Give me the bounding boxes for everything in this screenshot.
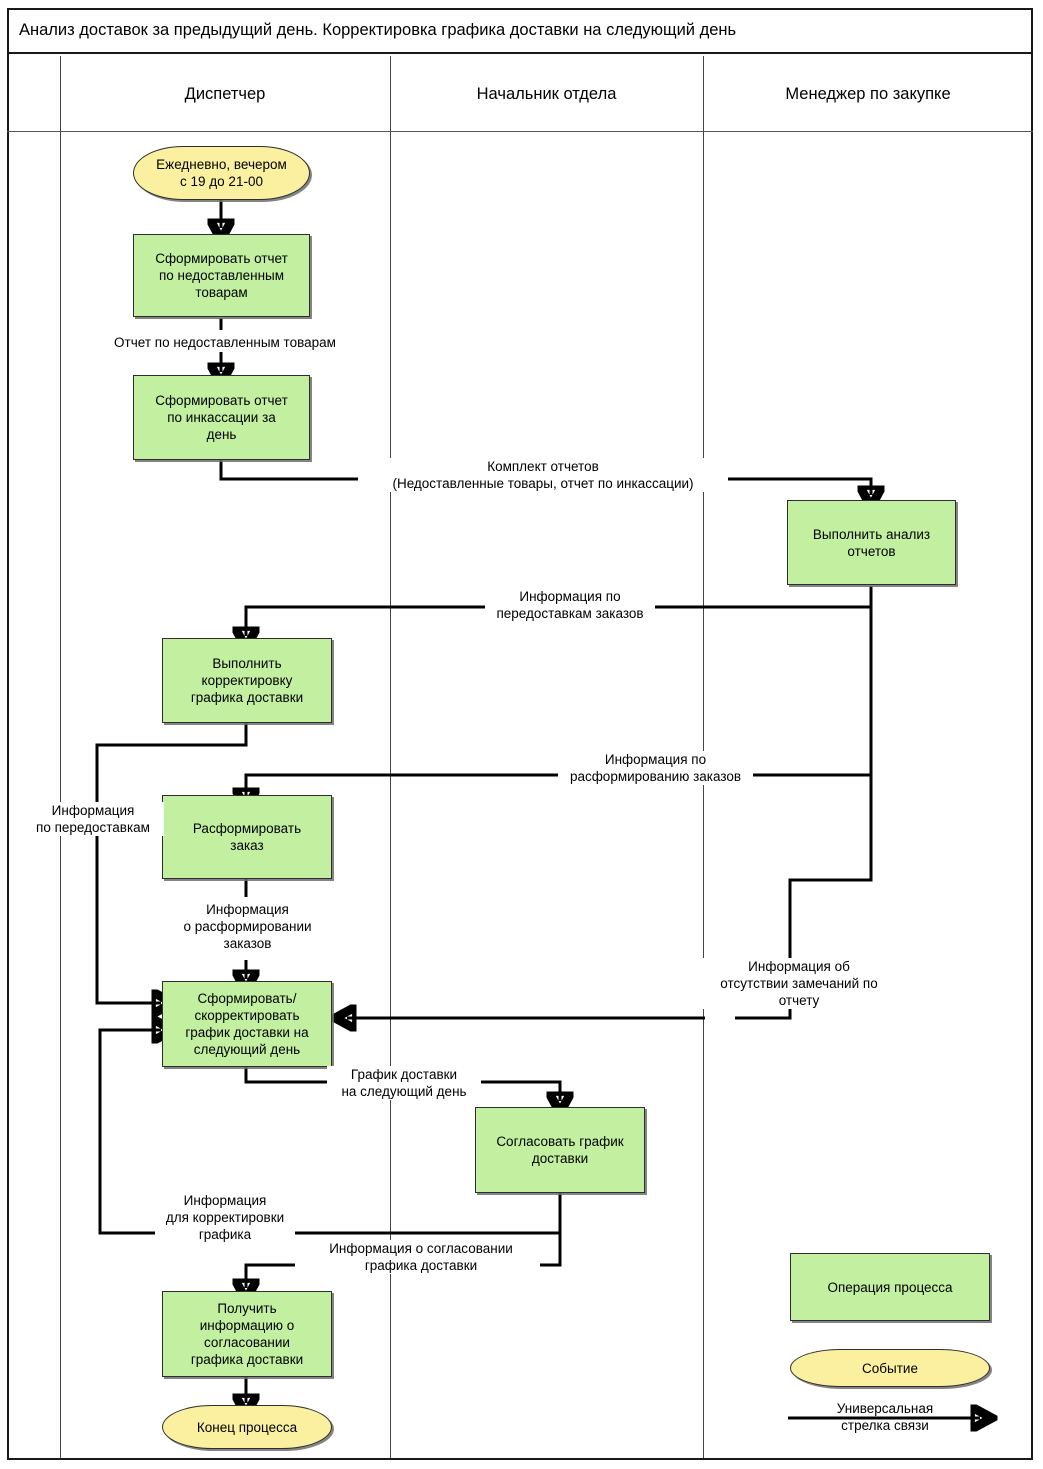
lane-header-row [7,56,1033,132]
process-disband-order[interactable]: Расформировать заказ [162,795,332,879]
end-event[interactable]: Конец процесса [162,1405,332,1449]
lane-divider-1 [390,56,391,1458]
lane-title-purchasing-manager: Менеджер по закупке [785,84,951,103]
lane-title-head-of-department: Начальник отдела [476,84,617,103]
process-approve-schedule-label: Согласовать график доставки [496,1134,624,1166]
end-event-label: Конец процесса [196,1419,298,1435]
lane-divider-2 [703,56,704,1458]
process-report-undelivered[interactable]: Сформировать отчет по недоставленным тов… [133,234,310,317]
process-report-collection-label: Сформировать отчет по инкассации за день [155,393,288,442]
process-disband-order-label: Расформировать заказ [192,821,302,853]
legend-process-label: Операция процесса [827,1279,953,1295]
process-get-approval-info[interactable]: Получить информацию о согласовании графи… [162,1291,332,1377]
process-analyze-reports-label: Выполнить анализ отчетов [812,526,931,559]
legend-event-label: Событие [862,1360,918,1376]
page-title: Анализ доставок за предыдущий день. Корр… [19,20,737,39]
start-event[interactable]: Ежедневно, вечером с 19 до 21-00 [133,146,310,200]
process-adjust-schedule[interactable]: Выполнить корректировку графика доставки [162,638,332,723]
legend-process-shape: Операция процесса [790,1253,990,1321]
diagram-title-bar: Анализ доставок за предыдущий день. Корр… [7,8,1033,54]
process-approve-schedule[interactable]: Согласовать график доставки [475,1107,645,1193]
process-adjust-schedule-label: Выполнить корректировку графика доставки [190,656,304,705]
process-form-schedule[interactable]: Сформировать/ скорректировать график дос… [162,981,332,1067]
process-form-schedule-label: Сформировать/ скорректировать график дос… [185,991,309,1057]
legend-arrow-label: Универсальная стрелка связи [836,1401,934,1433]
process-report-collection[interactable]: Сформировать отчет по инкассации за день [133,375,310,460]
process-report-undelivered-label: Сформировать отчет по недоставленным тов… [155,251,288,300]
process-get-approval-info-label: Получить информацию о согласовании графи… [190,1301,304,1367]
lane-title-dispatcher: Диспетчер [184,84,266,103]
legend-event-shape: Событие [790,1349,990,1387]
process-analyze-reports[interactable]: Выполнить анализ отчетов [787,500,956,585]
diagram-frame [7,8,1033,1460]
start-event-label: Ежедневно, вечером с 19 до 21-00 [156,157,287,189]
lane-divider-left [60,56,61,1458]
